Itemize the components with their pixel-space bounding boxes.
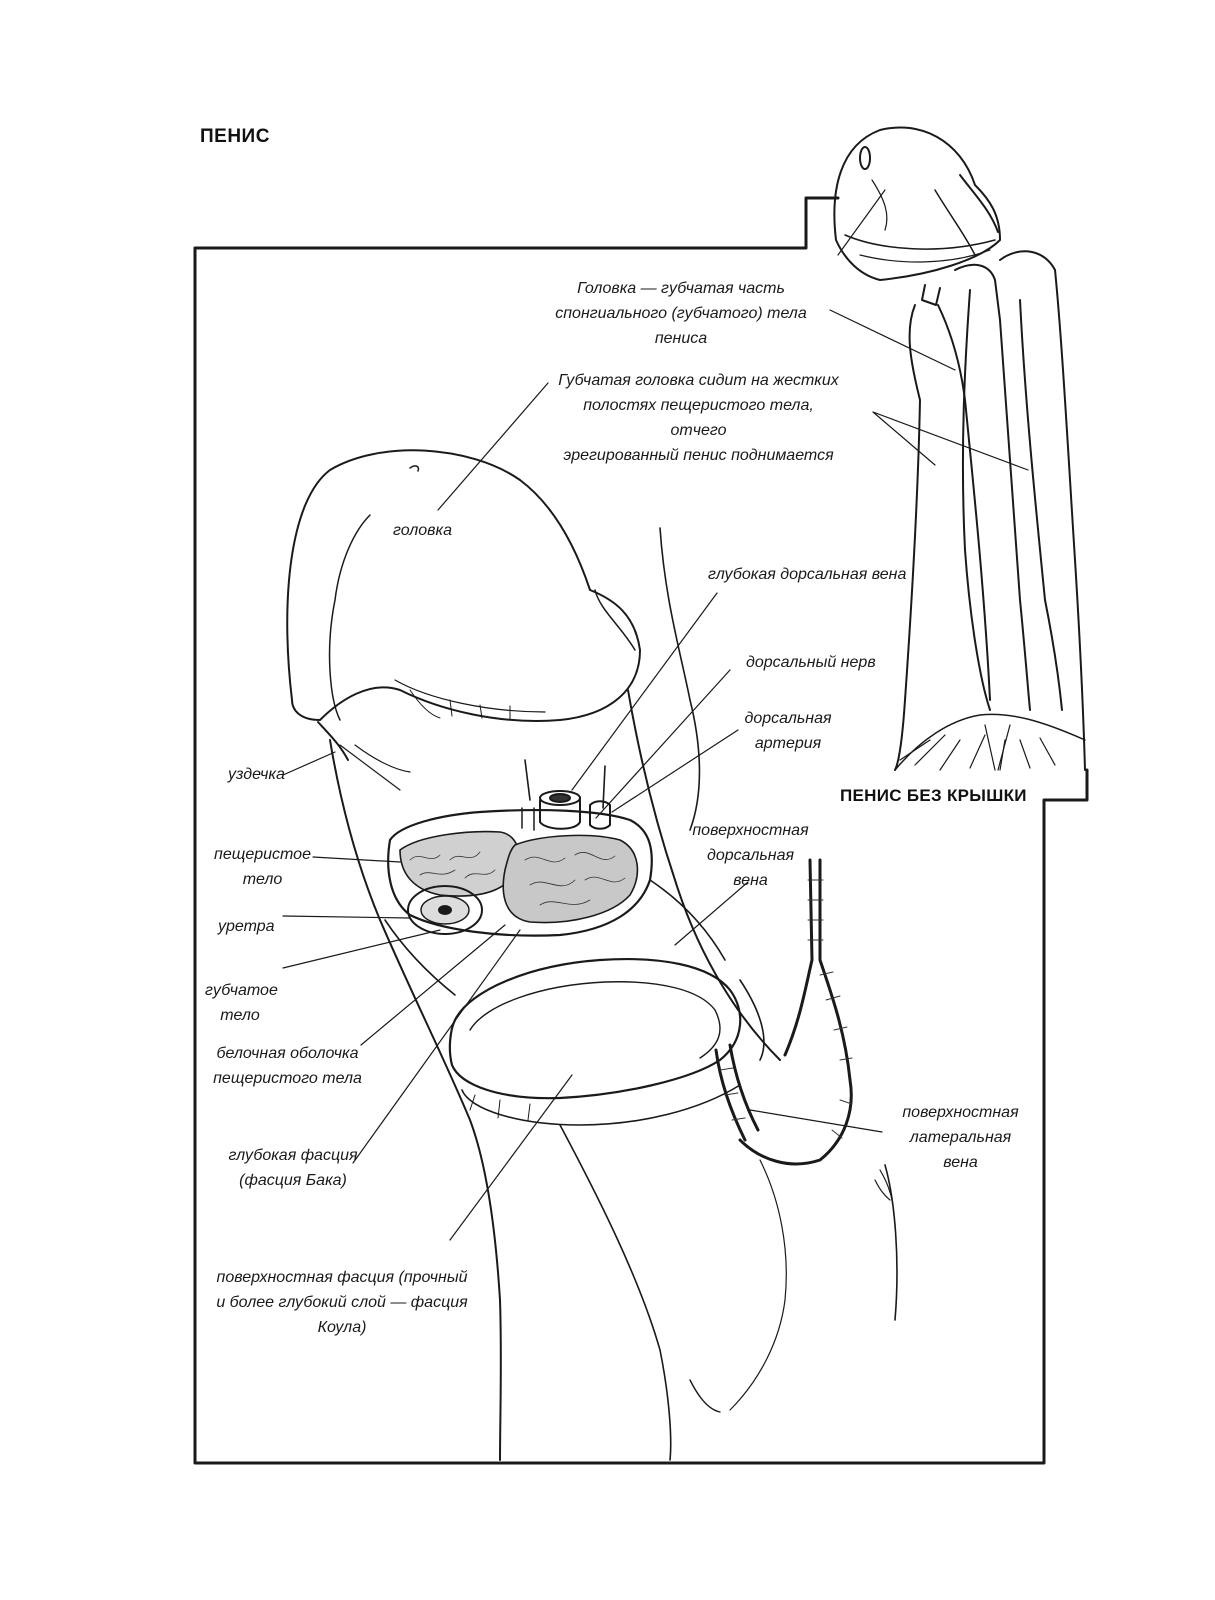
- label-line: Губчатая головка сидит на жестких: [558, 372, 839, 389]
- label-line: вена: [943, 1154, 978, 1171]
- label-line: (фасция Бака): [239, 1172, 347, 1189]
- label-superficial-lateral-vein: поверхностная латеральная вена: [898, 1100, 1023, 1175]
- inset-drawing: [829, 126, 1086, 771]
- label-deep-fascia: глубокая фасция (фасция Бака): [218, 1143, 368, 1193]
- label-dorsal-nerve: дорсальный нерв: [746, 654, 876, 671]
- label-line: дорсальная: [744, 710, 832, 727]
- label-urethra: уретра: [218, 918, 275, 935]
- urethra-section: [407, 885, 483, 935]
- label-spongy-glans-sits: Губчатая головка сидит на жестких полост…: [556, 368, 841, 468]
- label-line: полостях пещеристого тела, отчего: [583, 397, 814, 439]
- label-deep-dorsal-vein: глубокая дорсальная вена: [708, 566, 907, 583]
- label-line: и более глубокий слой — фасция: [216, 1294, 468, 1311]
- label-line: тело: [242, 871, 283, 888]
- label-dorsal-artery: дорсальная артерия: [738, 706, 838, 756]
- figure-title: ПЕНИС: [200, 126, 270, 147]
- label-line: вена: [733, 872, 768, 889]
- inset-title: ПЕНИС БЕЗ КРЫШКИ: [840, 786, 1027, 805]
- main-drawing: [282, 382, 898, 1461]
- label-line: Коула): [317, 1319, 367, 1336]
- label-corpus-cavernosum: пещеристое тело: [210, 842, 315, 892]
- label-superficial-dorsal-vein: поверхностная дорсальная вена: [688, 818, 813, 893]
- label-line: артерия: [754, 735, 822, 752]
- label-glans-spongy: Головка — губчатая часть спонгиального (…: [536, 276, 826, 351]
- label-line: спонгиального (губчатого) тела пениса: [555, 305, 807, 347]
- label-line: латеральная: [909, 1129, 1012, 1146]
- label-superficial-fascia: поверхностная фасция (прочный и более гл…: [212, 1265, 472, 1340]
- label-line: пещеристое: [214, 846, 311, 863]
- label-line: поверхностная: [902, 1104, 1019, 1121]
- label-glans: головка: [393, 522, 452, 539]
- label-line: поверхностная фасция (прочный: [216, 1269, 468, 1286]
- glans-outline: [286, 449, 641, 722]
- figure-frame: [193, 196, 1089, 1465]
- label-tunica-albuginea: белочная оболочка пещеристого тела: [205, 1041, 370, 1091]
- label-line: эрегированный пенис поднимается: [563, 447, 834, 464]
- label-line: губчатое: [205, 982, 278, 999]
- label-line: пещеристого тела: [213, 1070, 362, 1087]
- shaft-left: [329, 739, 502, 1461]
- label-frenulum: уздечка: [228, 766, 285, 783]
- deep-fascia-ring: [448, 957, 742, 1100]
- shaft-right: [627, 689, 781, 1061]
- label-line: дорсальная: [706, 847, 795, 864]
- label-line: глубокая фасция: [228, 1147, 358, 1164]
- label-line: тело: [220, 1007, 260, 1024]
- label-line: поверхностная: [692, 822, 809, 839]
- label-line: Головка — губчатая часть: [577, 280, 785, 297]
- label-corpus-spongiosum: губчатое тело: [205, 978, 278, 1028]
- label-line: белочная оболочка: [216, 1045, 359, 1062]
